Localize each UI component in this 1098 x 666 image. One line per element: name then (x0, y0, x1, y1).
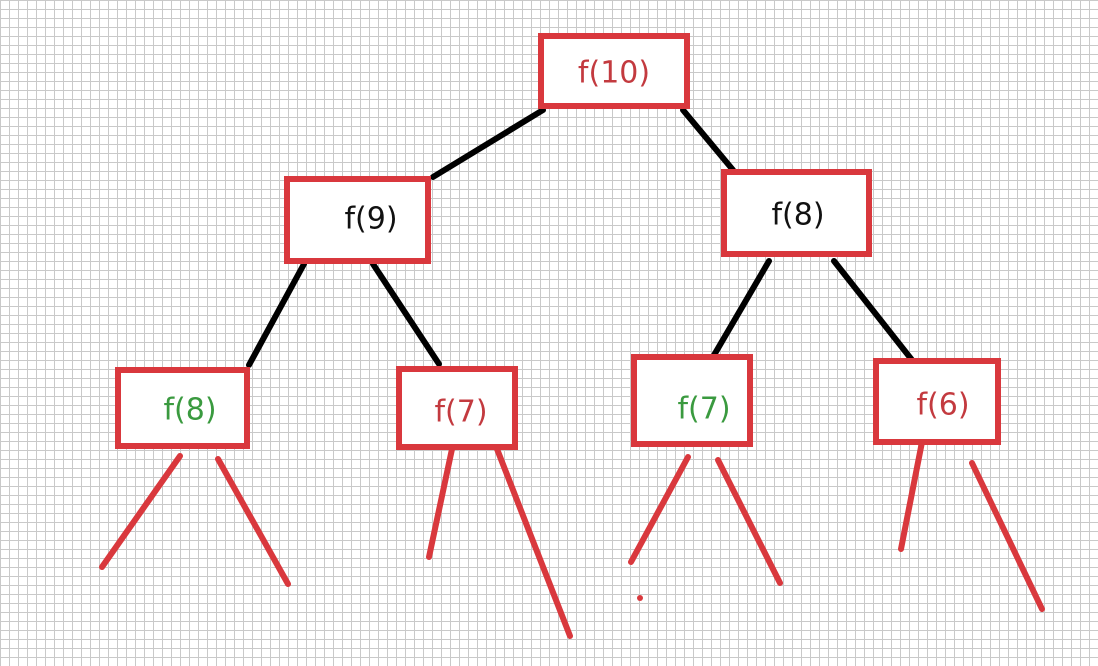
edge-f10-f8 (680, 107, 736, 173)
node-label: f(10) (578, 56, 650, 91)
edge-f10-f9 (430, 107, 546, 180)
edge-f9-f7 (370, 261, 442, 367)
continuation-edge (494, 446, 573, 639)
node-f7-red: f(7) (396, 366, 518, 450)
continuation-edge (215, 456, 291, 587)
node-box (721, 169, 872, 257)
node-label: f(8) (771, 198, 824, 233)
node-label: f(7) (434, 395, 487, 430)
node-f6: f(6) (873, 358, 1001, 445)
node-label: f(7) (677, 392, 730, 427)
stray-dot (637, 595, 643, 601)
edge-f8-f7 (707, 258, 772, 365)
node-f10: f(10) (538, 33, 690, 109)
node-f9: f(9) (284, 176, 431, 264)
node-box (538, 33, 690, 109)
continuation-edge (715, 457, 783, 586)
node-label: f(8) (163, 393, 216, 428)
node-f8: f(8) (721, 169, 872, 257)
continuation-edge (628, 454, 691, 565)
node-box (873, 358, 1001, 445)
node-box (631, 354, 753, 447)
edge-f9-f8 (246, 261, 307, 368)
continuation-edge (426, 446, 455, 560)
node-f7-green: f(7) (631, 354, 753, 447)
continuation-edge (99, 453, 183, 570)
node-f8-duplicate: f(8) (115, 367, 250, 449)
continuation-edge (898, 434, 926, 552)
node-label: f(6) (916, 388, 969, 423)
node-box (396, 366, 518, 450)
edge-f8-f6 (831, 258, 915, 363)
node-label: f(9) (344, 202, 397, 237)
continuation-edge (969, 460, 1045, 612)
node-box (284, 176, 431, 264)
node-box (115, 367, 250, 449)
